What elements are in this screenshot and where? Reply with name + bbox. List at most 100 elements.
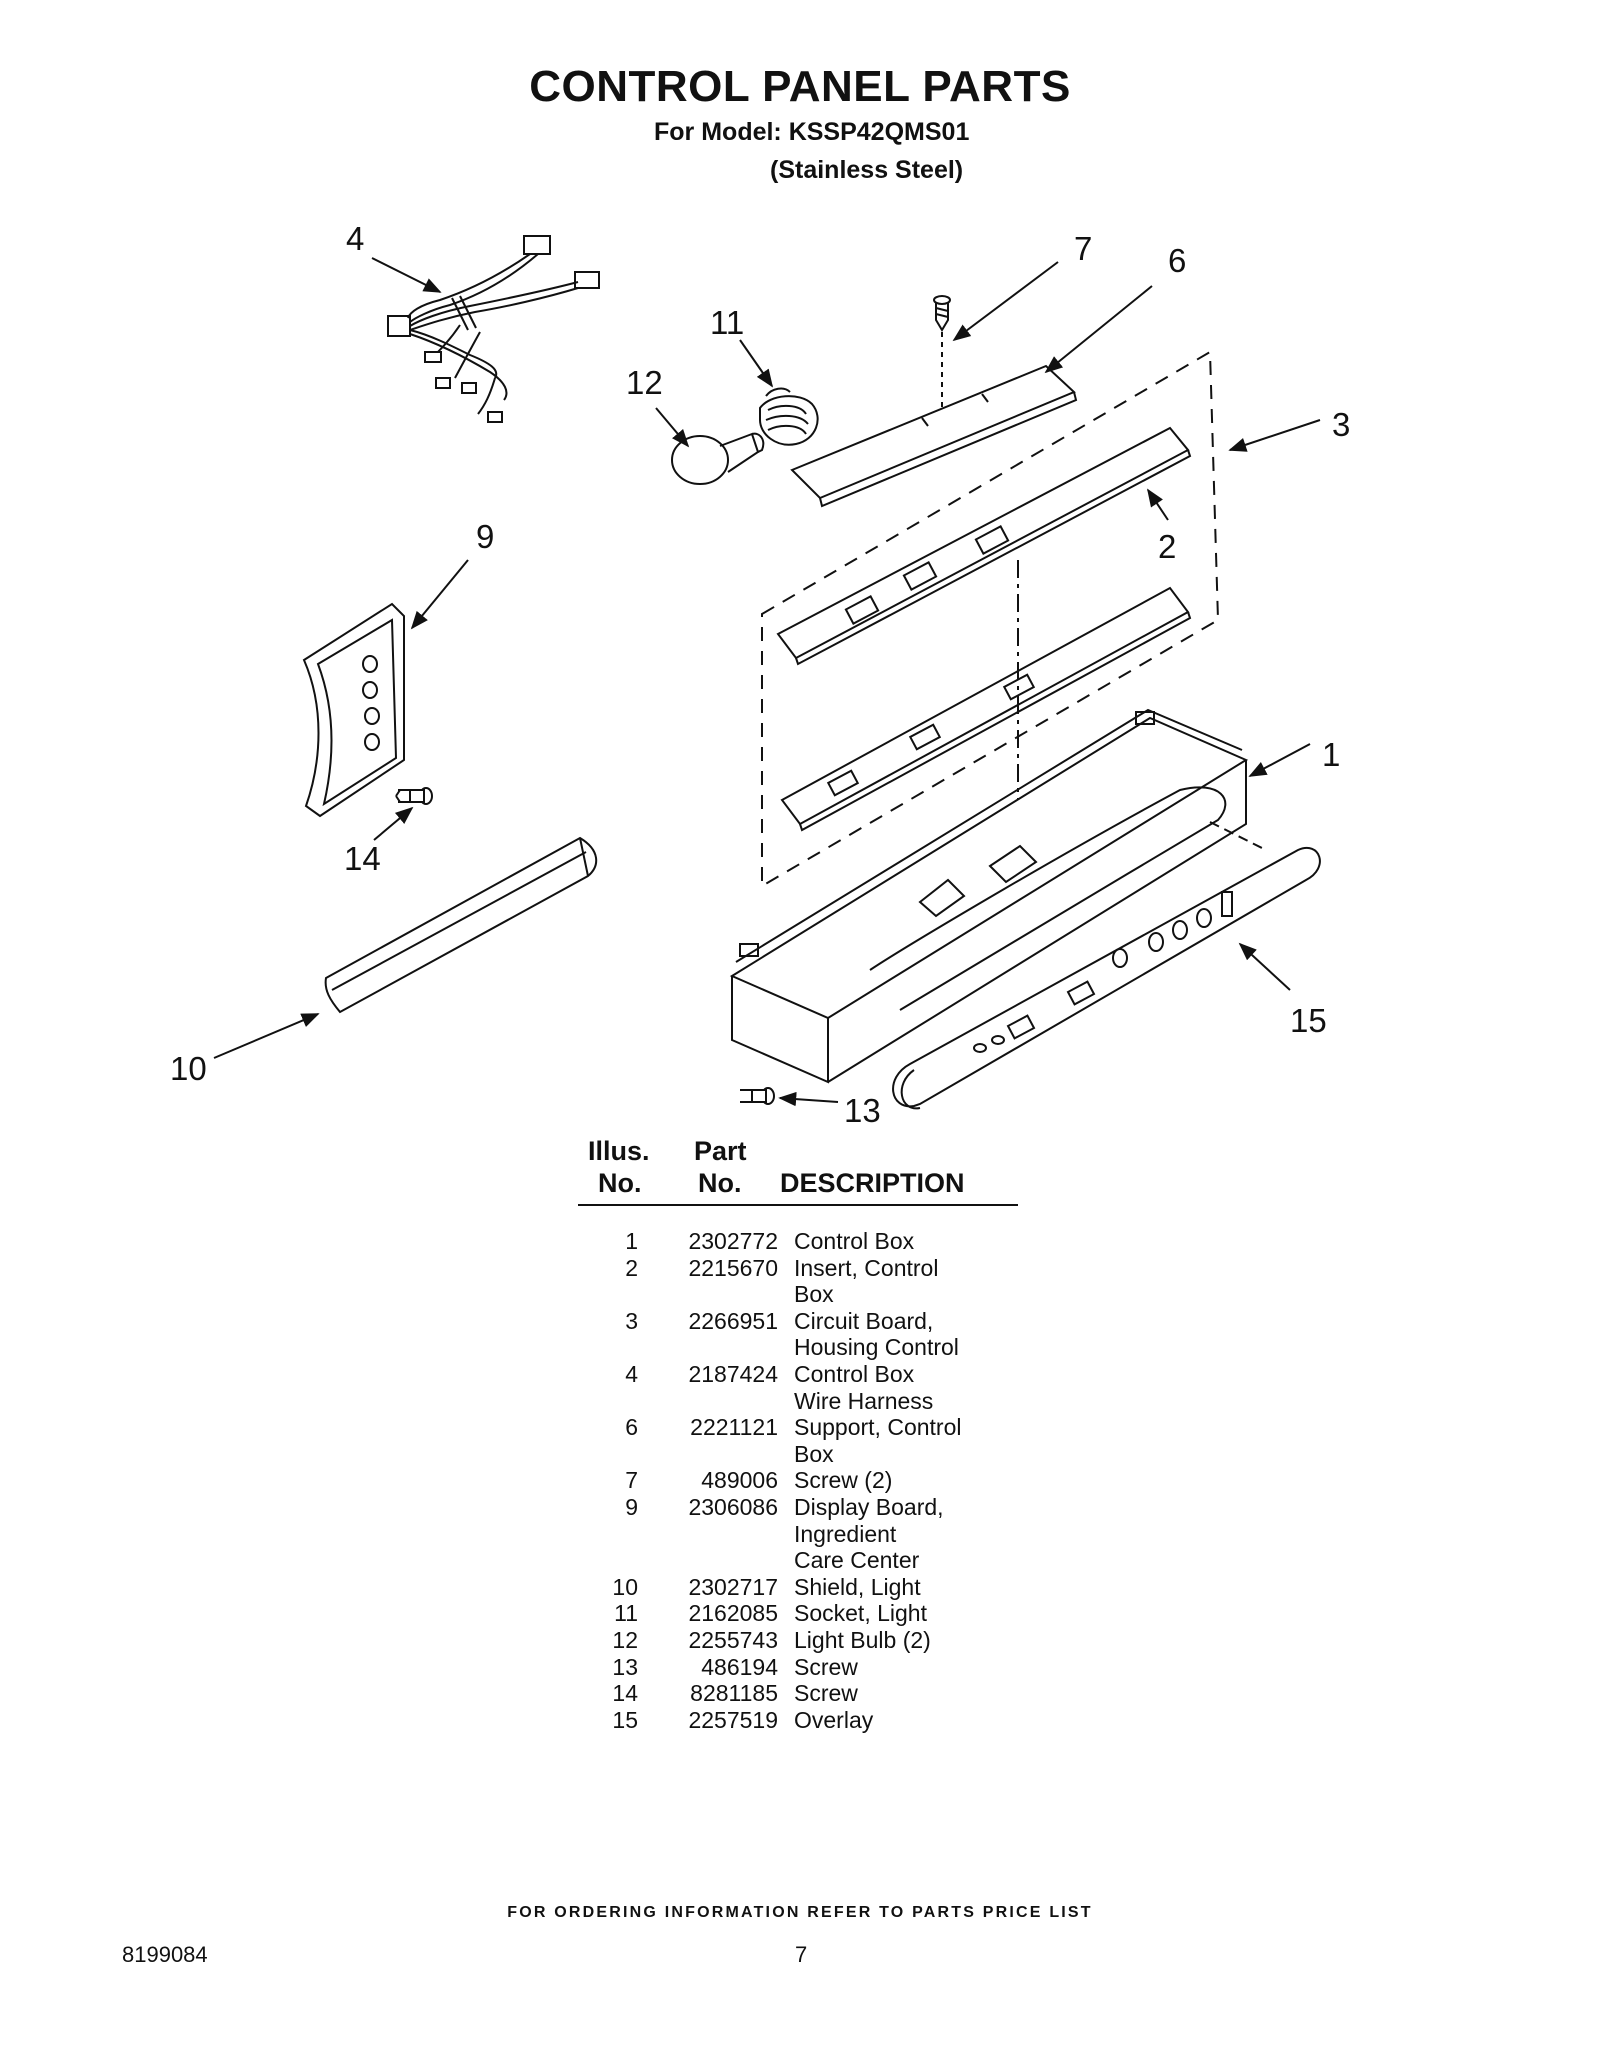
part-no-cell: 489006 [701, 1467, 778, 1494]
illus-no-cell [578, 1334, 638, 1361]
insert-board-drawing [776, 426, 1192, 666]
callout-arrows [213, 257, 1321, 1107]
illus-no-cell: 7 [625, 1467, 638, 1494]
callout-7: 7 [1074, 230, 1092, 267]
support-plate-drawing [790, 364, 1078, 508]
illus-no-cell: 15 [612, 1706, 638, 1733]
header-description: DESCRIPTION [780, 1168, 965, 1198]
part-no-cell: 2306086 [688, 1493, 778, 1520]
table-row: 11 2162085 Socket, Light [578, 1600, 1038, 1627]
overlay-drawing [892, 847, 1321, 1110]
table-row: 4 2187424 Control Box [578, 1361, 1038, 1388]
callout-4: 4 [346, 220, 364, 257]
illus-no-cell: 10 [612, 1573, 638, 1600]
description-cell: Control Box [794, 1228, 915, 1254]
illus-no-cell: 9 [625, 1493, 638, 1520]
display-board-drawing [302, 602, 405, 818]
table-row: Care Center [578, 1547, 1038, 1574]
page-title: CONTROL PANEL PARTS [529, 62, 1071, 111]
illus-no-cell: 14 [612, 1680, 638, 1707]
part-no-cell [638, 1547, 778, 1574]
illus-no-cell: 6 [625, 1414, 638, 1441]
table-row: Wire Harness [578, 1388, 1038, 1415]
callout-13: 13 [844, 1092, 881, 1129]
part-no-cell: 2215670 [688, 1254, 778, 1281]
description-cell: Socket, Light [794, 1600, 927, 1627]
description-cell: Control Box [794, 1360, 915, 1387]
light-bulb-drawing [671, 432, 765, 485]
part-no-cell [638, 1388, 778, 1415]
table-row: Box [578, 1281, 1038, 1308]
table-row: 9 2306086 Display Board, [578, 1494, 1038, 1521]
light-shield-drawing [324, 836, 598, 1014]
callout-1: 1 [1322, 736, 1340, 773]
callout-2: 2 [1158, 528, 1176, 565]
part-no-cell [638, 1441, 778, 1468]
circuit-board-dashed-group [761, 350, 1220, 888]
header-illus-top: Illus. [588, 1136, 650, 1166]
ordering-footer: FOR ORDERING INFORMATION REFER TO PARTS … [507, 1904, 1093, 1921]
part-no-cell: 2302772 [688, 1228, 778, 1254]
wire-harness-drawing [387, 235, 600, 423]
illus-no-cell [578, 1388, 638, 1415]
parts-table-header: Illus. No. Part No. DESCRIPTION [578, 1136, 1018, 1202]
callout-12: 12 [626, 364, 663, 401]
header-illus-bottom: No. [598, 1168, 642, 1198]
part-no-cell: 8281185 [690, 1680, 778, 1707]
part-no-cell [638, 1281, 778, 1308]
screw-14-drawing [395, 787, 433, 805]
table-row: Housing Control [578, 1334, 1038, 1361]
part-no-cell: 2266951 [688, 1307, 778, 1334]
header-part-top: Part [694, 1136, 747, 1166]
description-cell: Light Bulb (2) [794, 1626, 931, 1653]
illus-no-cell [578, 1547, 638, 1574]
document-number: 8199084 [122, 1942, 208, 1967]
description-cell: Box [794, 1440, 834, 1467]
illus-no-cell: 13 [612, 1653, 638, 1680]
illus-no-cell: 2 [625, 1254, 638, 1281]
illus-no-cell: 3 [625, 1307, 638, 1334]
description-cell: Box [794, 1281, 834, 1308]
table-header-rule [578, 1204, 1018, 1206]
callout-14: 14 [344, 840, 381, 877]
part-no-cell: 2162085 [688, 1600, 778, 1627]
description-cell: Insert, Control [794, 1254, 939, 1281]
table-row: 2 2215670 Insert, Control [578, 1255, 1038, 1282]
illus-no-cell: 1 [625, 1228, 638, 1254]
part-no-cell: 2255743 [688, 1626, 778, 1653]
description-cell: Display Board, [794, 1493, 944, 1520]
illus-no-cell [578, 1281, 638, 1308]
part-no-cell: 2221121 [690, 1414, 778, 1441]
callout-3: 3 [1332, 406, 1350, 443]
page-number: 7 [795, 1942, 808, 1967]
illus-no-cell: 4 [625, 1360, 638, 1387]
description-cell: Overlay [794, 1706, 874, 1733]
description-cell: Wire Harness [794, 1387, 934, 1414]
illus-no-cell [578, 1441, 638, 1468]
table-row: Box [578, 1441, 1038, 1468]
illus-no-cell: 11 [614, 1600, 638, 1627]
model-line: For Model: KSSP42QMS01 [654, 118, 970, 146]
table-row: 6 2221121 Support, Control [578, 1414, 1038, 1441]
part-no-cell: 2257519 [688, 1706, 778, 1733]
table-row: 12 2255743 Light Bulb (2) [578, 1627, 1038, 1654]
callout-10: 10 [170, 1050, 207, 1087]
illus-no-cell: 12 [612, 1626, 638, 1653]
description-cell: Circuit Board, [794, 1307, 934, 1334]
callout-11: 11 [710, 304, 744, 341]
description-cell: Support, Control [794, 1414, 962, 1441]
description-cell: Care Center [794, 1547, 920, 1574]
table-row: 7 489006 Screw (2) [578, 1467, 1038, 1494]
table-row: 1 2302772 Control Box [578, 1228, 1038, 1255]
exploded-parts-diagram: 1 2 3 4 6 7 9 10 11 12 13 14 15 [170, 220, 1350, 1129]
description-cell: Screw (2) [794, 1467, 893, 1494]
screw-13-drawing [740, 1087, 775, 1105]
description-cell: Ingredient [794, 1520, 897, 1547]
description-cell: Housing Control [794, 1334, 959, 1361]
part-no-cell: 2187424 [688, 1360, 778, 1387]
part-no-cell [638, 1521, 778, 1548]
screw-7-drawing [933, 295, 951, 410]
